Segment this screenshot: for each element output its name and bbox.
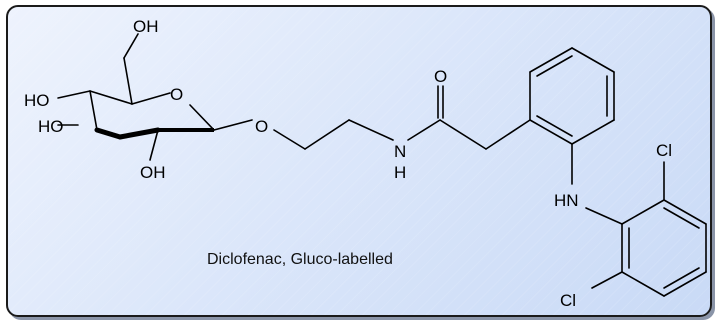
linker-chain	[273, 85, 531, 150]
diagram-caption: Diclofenac, Gluco-labelled	[207, 251, 393, 268]
atom-oh-bottom: OH	[140, 163, 166, 182]
atom-carbonyl-oxygen: O	[434, 67, 447, 86]
atom-ring-oxygen: O	[170, 85, 183, 104]
atom-ho-left-lower: HO	[38, 117, 64, 136]
diagram-frame: OH HO HO OH O O O N H HN Cl Cl Diclofena…	[6, 5, 712, 317]
chemical-structure: OH HO HO OH O O O N H HN Cl Cl Diclofena…	[24, 17, 707, 310]
atom-oh-top: OH	[133, 17, 159, 36]
atom-ho-left-upper: HO	[24, 91, 50, 110]
atom-amide-nitrogen: N	[394, 142, 406, 161]
dichlorophenyl-ring	[591, 161, 707, 297]
phenyl-ring-upper	[529, 47, 623, 225]
atom-amide-hydrogen: H	[394, 163, 406, 182]
atom-amine-nh: HN	[554, 191, 579, 210]
atom-chlorine-bottom: Cl	[560, 291, 576, 310]
atom-glycosidic-oxygen: O	[255, 117, 268, 136]
glucose-moiety	[57, 33, 253, 161]
atom-chlorine-top: Cl	[656, 141, 672, 160]
